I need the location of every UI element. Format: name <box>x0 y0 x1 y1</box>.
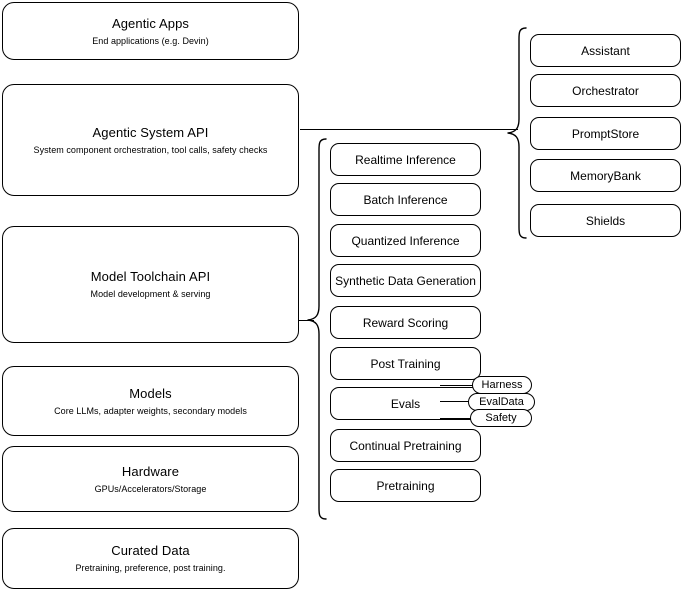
chip-quantized-inference[interactable]: Quantized Inference <box>330 224 481 257</box>
layer-title: Agentic System API <box>92 124 209 140</box>
chip-label: Synthetic Data Generation <box>335 273 476 288</box>
pill-label: Harness <box>481 379 523 391</box>
layer-subtitle: System component orchestration, tool cal… <box>33 144 268 155</box>
chip-evals[interactable]: Evals <box>330 387 481 420</box>
chip-synthetic-data-generation[interactable]: Synthetic Data Generation <box>330 264 481 297</box>
layer-title: Curated Data <box>111 543 190 558</box>
chip-continual-pretraining[interactable]: Continual Pretraining <box>330 429 481 462</box>
layer-agentic-apps[interactable]: Agentic Apps End applications (e.g. Devi… <box>2 2 299 60</box>
layer-agentic-system-api[interactable]: Agentic System API System component orch… <box>2 84 299 196</box>
layer-subtitle: Core LLMs, adapter weights, secondary mo… <box>54 405 247 416</box>
connector-evals-to-safety <box>440 418 480 420</box>
chip-label: Continual Pretraining <box>349 438 462 453</box>
pill-safety[interactable]: Safety <box>470 409 532 427</box>
connector-evals-to-evaldata <box>440 401 480 403</box>
layer-title: Hardware <box>121 463 180 479</box>
pill-evaldata[interactable]: EvalData <box>468 393 535 411</box>
chip-orchestrator[interactable]: Orchestrator <box>530 74 681 107</box>
connector-system-api-to-components <box>300 129 518 131</box>
layer-hardware[interactable]: Hardware GPUs/Accelerators/Storage <box>2 446 299 512</box>
chip-label: Shields <box>585 213 626 228</box>
connector-evals-to-harness <box>440 385 480 387</box>
chip-label: PromptStore <box>571 126 640 141</box>
layer-subtitle: GPUs/Accelerators/Storage <box>94 483 207 494</box>
layer-model-toolchain-api[interactable]: Model Toolchain API Model development & … <box>2 226 299 343</box>
chip-label: MemoryBank <box>570 168 641 183</box>
chip-reward-scoring[interactable]: Reward Scoring <box>330 306 481 339</box>
chip-label: Quantized Inference <box>351 233 460 248</box>
chip-post-training[interactable]: Post Training <box>330 347 481 380</box>
chip-label: Reward Scoring <box>362 315 449 330</box>
chip-label: Pretraining <box>376 478 435 493</box>
chip-label: Assistant <box>581 43 630 58</box>
chip-shields[interactable]: Shields <box>530 204 681 237</box>
layer-subtitle: Pretraining, preference, post training. <box>75 563 226 573</box>
layer-models[interactable]: Models Core LLMs, adapter weights, secon… <box>2 366 299 436</box>
chip-memorybank[interactable]: MemoryBank <box>530 159 681 192</box>
layer-title: Models <box>129 385 172 401</box>
chip-label: Post Training <box>370 356 441 371</box>
chip-assistant[interactable]: Assistant <box>530 34 681 67</box>
pill-label: Safety <box>485 412 517 424</box>
chip-label: Realtime Inference <box>355 152 456 167</box>
chip-pretraining[interactable]: Pretraining <box>330 469 481 502</box>
chip-label: Orchestrator <box>572 83 639 98</box>
layer-subtitle: End applications (e.g. Devin) <box>92 35 209 46</box>
layer-title: Agentic Apps <box>111 15 190 31</box>
pill-label: EvalData <box>479 396 524 408</box>
connector-toolchain-api-to-components <box>298 320 314 322</box>
chip-promptstore[interactable]: PromptStore <box>530 117 681 150</box>
pill-harness[interactable]: Harness <box>472 376 532 394</box>
chip-batch-inference[interactable]: Batch Inference <box>330 183 481 216</box>
layer-curated-data[interactable]: Curated Data Pretraining, preference, po… <box>2 528 299 589</box>
brace-toolchain-components <box>306 138 328 520</box>
chip-label: Batch Inference <box>363 192 448 207</box>
layer-title: Model Toolchain API <box>90 269 211 284</box>
chip-label: Evals <box>390 396 421 411</box>
brace-system-components <box>506 27 528 239</box>
layer-subtitle: Model development & serving <box>90 289 211 299</box>
chip-realtime-inference[interactable]: Realtime Inference <box>330 143 481 176</box>
